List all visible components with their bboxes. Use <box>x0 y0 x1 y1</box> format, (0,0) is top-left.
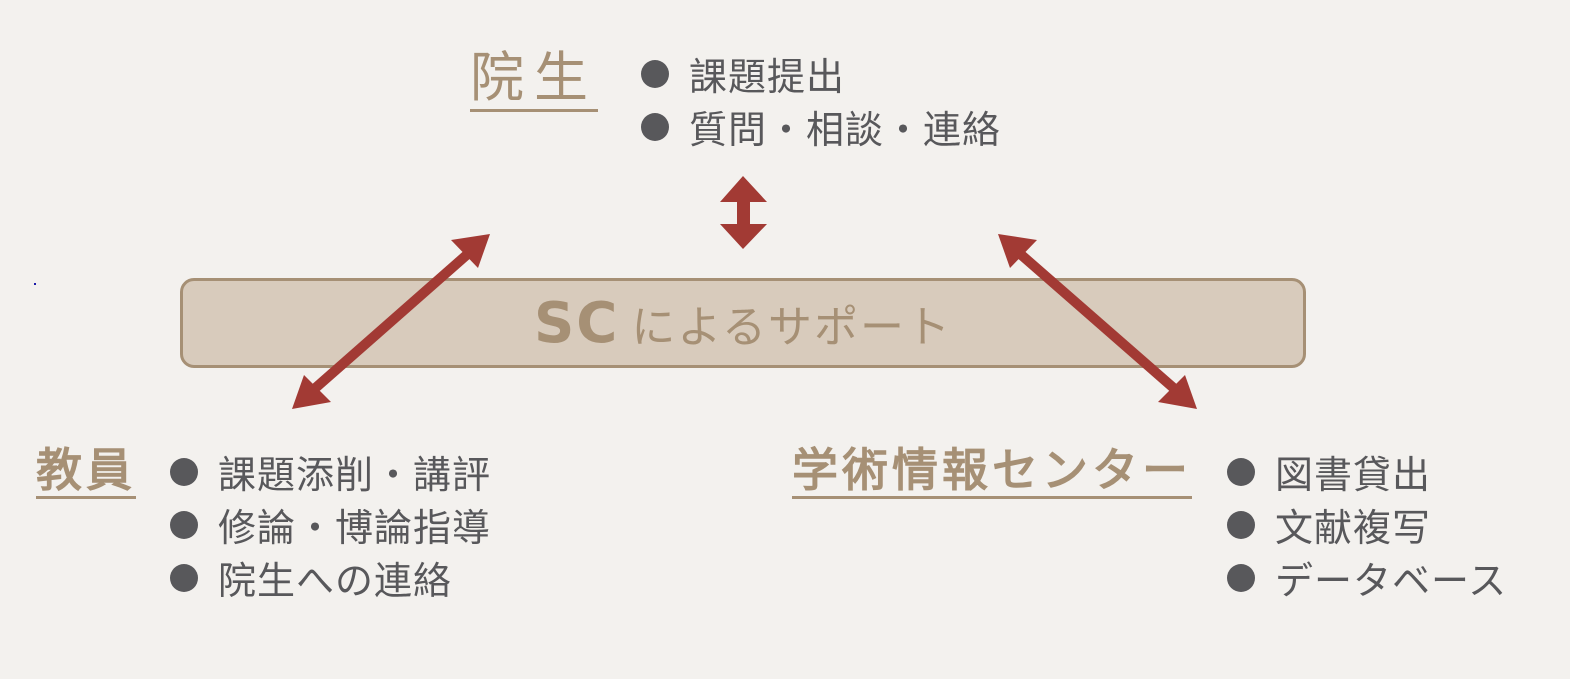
sc-label: SC <box>533 290 620 356</box>
faculty-task-list: 課題添削・講評 修論・博論指導 院生への連絡 <box>170 445 491 604</box>
list-item: 質問・相談・連絡 <box>641 100 1001 153</box>
list-item: データベース <box>1227 551 1507 604</box>
stray-dot <box>34 283 36 285</box>
support-label: によるサポート <box>631 302 953 353</box>
list-item: 課題提出 <box>641 47 1001 100</box>
list-item-text: 質問・相談・連絡 <box>689 108 1002 152</box>
list-item-text: 文献複写 <box>1275 506 1432 550</box>
faculty-title: 教員 <box>36 446 136 500</box>
bullet-icon <box>1227 510 1255 539</box>
bullet-icon <box>641 112 669 141</box>
list-item-text: 課題添削・講評 <box>218 453 492 497</box>
student-task-list: 課題提出 質問・相談・連絡 <box>641 47 1001 153</box>
list-item-text: データベース <box>1275 559 1508 603</box>
list-item-text: 課題提出 <box>689 55 846 99</box>
list-item: 文献複写 <box>1227 498 1507 551</box>
student-title: 院生 <box>470 49 598 112</box>
list-item: 修論・博論指導 <box>170 498 491 551</box>
list-item: 図書貸出 <box>1227 445 1507 498</box>
list-item-text: 修論・博論指導 <box>218 506 492 550</box>
bullet-icon <box>1227 457 1255 486</box>
bullet-icon <box>170 563 198 592</box>
double-arrow-student-icon <box>720 176 767 249</box>
bullet-icon <box>1227 563 1255 592</box>
info-center-service-list: 図書貸出 文献複写 データベース <box>1227 445 1507 604</box>
list-item: 院生への連絡 <box>170 551 491 604</box>
list-item: 課題添削・講評 <box>170 445 491 498</box>
sc-support-label: SC によるサポート <box>180 278 1306 368</box>
info-center-title: 学術情報センター <box>792 446 1192 500</box>
bullet-icon <box>170 510 198 539</box>
bullet-icon <box>641 59 669 88</box>
list-item-text: 院生への連絡 <box>218 559 453 603</box>
bullet-icon <box>170 457 198 486</box>
list-item-text: 図書貸出 <box>1275 453 1432 497</box>
